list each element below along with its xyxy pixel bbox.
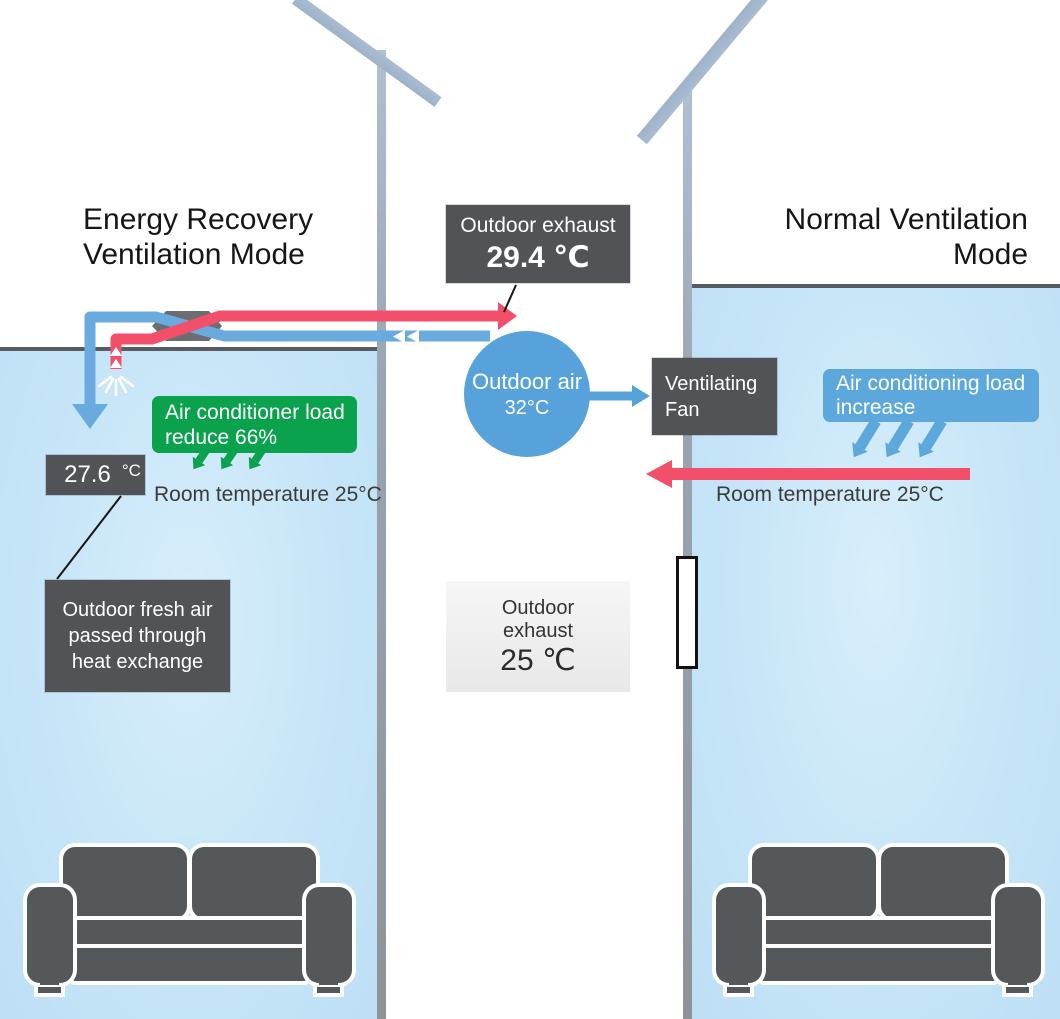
heat-exchange-note-box: Outdoor fresh air passed through heat ex… [45,580,230,692]
ac-load-reduce-box: Air conditioner load reduce 66% [152,396,357,453]
left-house-wall [377,50,386,1019]
outdoor-air-to-fan-arrow [584,385,650,407]
ventilating-fan-box: Ventilating Fan [652,358,777,435]
sofa-icon [712,845,1042,995]
outdoor-exhaust-temp-box: Outdoor exhaust 29.4 ℃ [446,205,630,283]
left-roof-beam [291,0,442,107]
ac-load-increase-box: Air conditioning load increase [823,369,1039,422]
outdoor-exhaust-bottom-box: Outdoor exhaust 25 ℃ [446,581,630,692]
left-ceiling-line [0,347,386,351]
supply-air-temp-box: 27.6 °C [46,455,145,495]
right-ceiling-line [684,284,1060,288]
left-room-temperature-label: Room temperature 25°C [154,483,382,506]
outdoor-air-circle: Outdoor air 32°C [464,331,590,457]
right-room-temperature-label: Room temperature 25°C [716,483,944,506]
right-roof-beam [636,0,778,145]
right-house-wall [683,88,692,1019]
sofa-icon [23,845,353,995]
door-icon [676,556,698,669]
callout-line-exhaust-top [503,284,517,313]
heat-exchanger-icon [152,311,222,341]
